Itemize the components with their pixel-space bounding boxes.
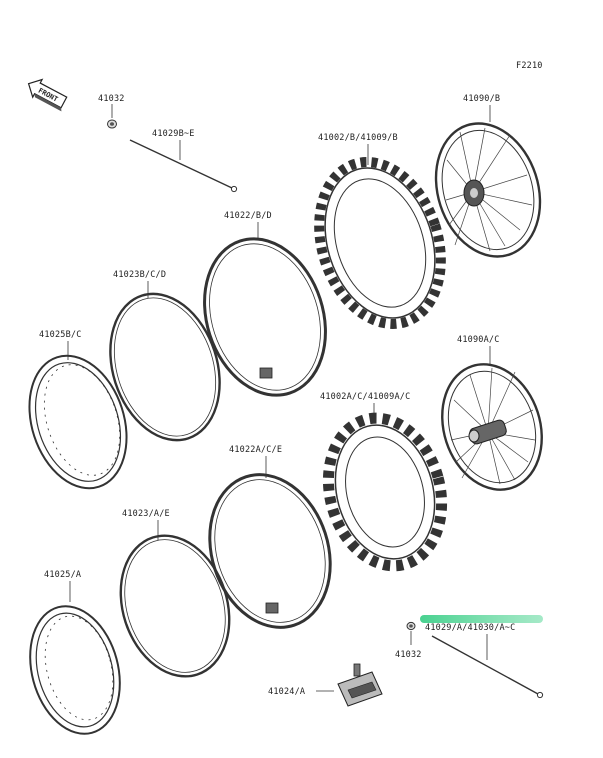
rim-front bbox=[29, 605, 121, 735]
label-wheel-rear: 41090/B bbox=[463, 94, 500, 104]
rim-rear bbox=[28, 354, 128, 490]
figure-code: F2210 bbox=[516, 61, 543, 71]
rim-band-rear bbox=[109, 292, 221, 442]
spoke-nipple-rear bbox=[107, 119, 117, 129]
label-rim-front: 41025/A bbox=[44, 570, 81, 580]
rim-lock bbox=[337, 663, 383, 707]
label-tire-front: 41002A/C/41009A/C bbox=[320, 392, 410, 402]
spoke-nipple-front bbox=[406, 621, 416, 631]
label-rim-lock: 41024/A bbox=[268, 687, 305, 697]
label-tube-rear: 41022/B/D bbox=[224, 211, 272, 221]
label-rim-rear: 41025B/C bbox=[39, 330, 82, 340]
spoke-front bbox=[431, 635, 544, 699]
wheel-rear bbox=[434, 122, 542, 258]
label-rim-band-front: 41023/A/E bbox=[122, 509, 170, 519]
tube-rear bbox=[203, 237, 327, 397]
label-tube-front: 41022A/C/E bbox=[229, 445, 282, 455]
front-arrow-icon: FRONT bbox=[27, 78, 68, 112]
label-41032-bottom: 41032 bbox=[395, 650, 422, 660]
label-41032-top: 41032 bbox=[98, 94, 125, 104]
label-tire-rear: 41002/B/41009/B bbox=[318, 133, 398, 143]
rim-band-front bbox=[119, 534, 231, 678]
label-wheel-front: 41090A/C bbox=[457, 335, 500, 345]
spoke-rear bbox=[129, 139, 238, 193]
label-spokes-front: 41029/A/41030/A~C bbox=[425, 623, 515, 633]
wheel-front bbox=[441, 363, 543, 491]
label-spokes-rear: 41029B~E bbox=[152, 129, 195, 139]
highlight-bar bbox=[420, 615, 543, 623]
tire-rear bbox=[314, 157, 446, 329]
tire-front bbox=[322, 412, 448, 572]
label-rim-band-rear: 41023B/C/D bbox=[113, 270, 166, 280]
